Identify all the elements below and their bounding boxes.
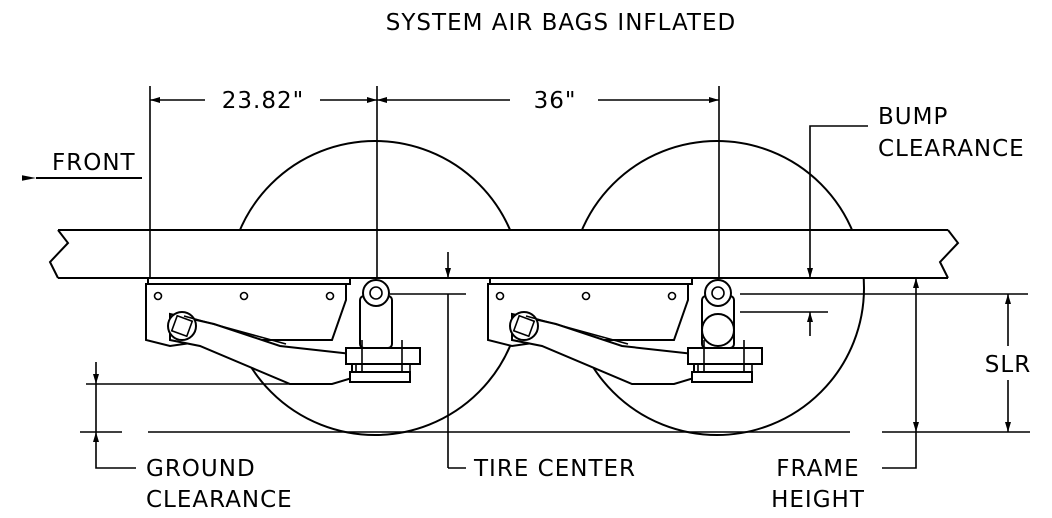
slr-label: SLR [985,352,1031,378]
ground-clearance-label-line1: GROUND [146,456,256,482]
rear-suspension-assembly [487,277,763,385]
bump-clearance-label-line1: BUMP [878,104,948,130]
tire-center-leader [390,252,466,469]
frame-height-dimension [882,278,919,469]
front-spacing-dimension: 23.82" [222,88,304,114]
tire-center-label: TIRE CENTER [473,456,636,482]
frame-rail [48,229,960,279]
diagram-title: SYSTEM AIR BAGS INFLATED [386,10,736,36]
bump-clearance-label-line2: CLEARANCE [878,136,1025,162]
ground-clearance-label-line2: CLEARANCE [146,487,293,513]
frame-height-label-line2: HEIGHT [771,487,865,513]
frame-height-label-line1: FRAME [776,456,859,482]
front-suspension-assembly [145,277,421,385]
axle-spacing-dimension: 36" [534,88,577,114]
bump-clearance-leader [740,125,868,336]
ground-clearance-dimension [86,362,290,469]
front-label: FRONT [52,150,136,176]
slr-dimension [740,293,1028,432]
top-dimension-lines [149,86,720,278]
